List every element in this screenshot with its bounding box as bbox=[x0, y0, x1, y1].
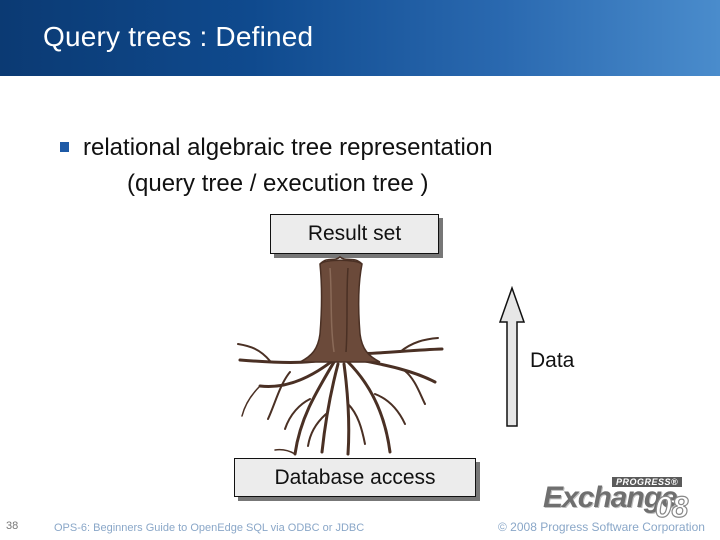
bullet-text-line2: (query tree / execution tree ) bbox=[127, 170, 429, 197]
session-title: OPS-6: Beginners Guide to OpenEdge SQL v… bbox=[54, 522, 365, 534]
slide-number: 38 bbox=[6, 520, 19, 532]
slide-title: Query trees : Defined bbox=[43, 21, 314, 52]
database-access-box: Database access bbox=[234, 458, 476, 497]
result-set-box: Result set bbox=[270, 214, 439, 254]
copyright-notice: © 2008 Progress Software Corporation bbox=[498, 520, 705, 534]
bullet-square-icon bbox=[60, 142, 69, 152]
title-bar: Query trees : Defined bbox=[0, 0, 720, 76]
bullet-text-line1: relational algebraic tree representation bbox=[83, 134, 493, 161]
logo-year-text: 08 bbox=[654, 490, 689, 524]
logo-brand-text: PROGRESS® bbox=[612, 477, 683, 487]
upward-arrow-icon bbox=[498, 286, 526, 427]
progress-exchange-logo: Exchange 08 PROGRESS® bbox=[543, 475, 708, 525]
tree-roots-illustration bbox=[237, 256, 444, 456]
data-arrow-label: Data bbox=[530, 349, 575, 372]
